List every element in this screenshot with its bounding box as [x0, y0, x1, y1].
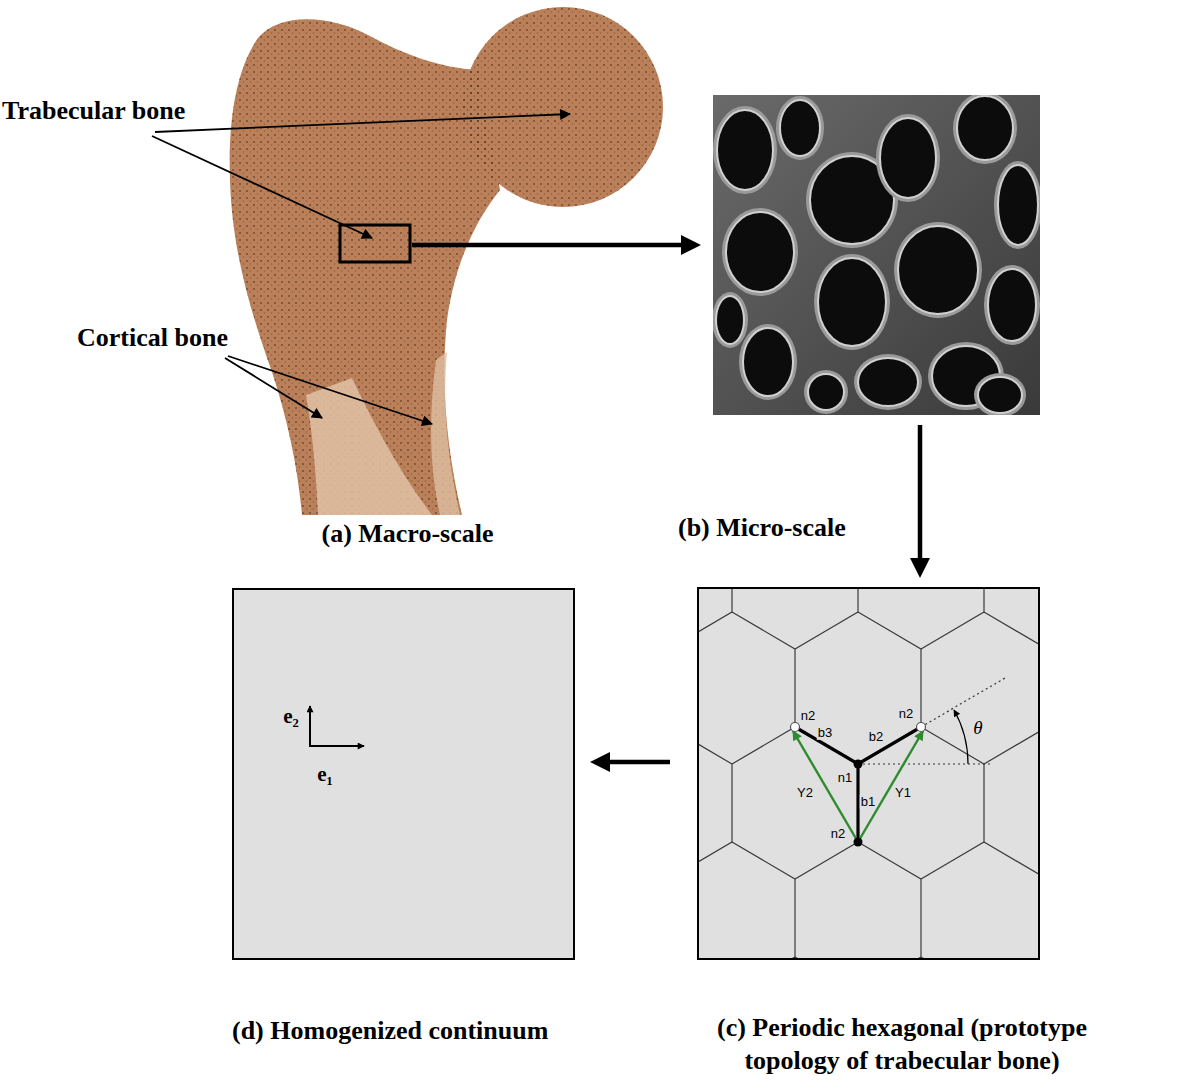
panel-caption: (b) Micro-scale [678, 512, 846, 545]
vector-label: Y1 [894, 786, 912, 800]
hexagonal-panel: (c) Periodic hexagonal (prototype topolo… [697, 587, 1040, 960]
node-circle [917, 723, 926, 732]
panel-caption: (a) Macro-scale [150, 518, 665, 551]
hex-lattice [698, 588, 1039, 959]
pore [716, 296, 744, 344]
femur-illustration [230, 7, 663, 515]
lattice-lines [698, 588, 1039, 959]
node-label: n2 [898, 707, 914, 721]
femur-head [463, 7, 663, 207]
flow-arrow [590, 752, 670, 772]
vector-label: Y2 [796, 786, 814, 800]
lattice-vector [858, 731, 923, 842]
sem-background [713, 95, 1040, 415]
node-label: n2 [830, 827, 846, 841]
part-label: Cortical bone [77, 322, 228, 353]
node-label: n2 [800, 709, 816, 723]
pore-rim [739, 324, 797, 400]
strut-label: b3 [817, 726, 833, 740]
node-dot [854, 760, 863, 769]
pore-rim [804, 370, 848, 414]
micro-panel: (b) Micro-scale [713, 95, 1040, 415]
strut-label: b2 [868, 730, 884, 744]
unit-cell [791, 678, 1006, 847]
pore-rim [984, 265, 1040, 345]
angle-label: θ [972, 718, 983, 739]
pore-rim [854, 354, 922, 410]
arrow-head [681, 235, 701, 255]
axis-arrow [309, 745, 364, 747]
pore-rim [713, 292, 748, 348]
pore [780, 100, 820, 156]
pore-rim [974, 373, 1026, 415]
reference-line [921, 678, 1005, 727]
reference-line [858, 763, 990, 764]
panel-caption: (d) Homogenized continuum [232, 1015, 548, 1048]
panel-ground [232, 588, 575, 960]
pore-rim [722, 208, 798, 296]
continuum-panel: (d) Homogenized continuum [232, 588, 575, 960]
pore [818, 258, 886, 346]
pore-rim [713, 106, 777, 194]
pore [998, 165, 1038, 245]
macro-panel: (a) Macro-scale [150, 0, 665, 515]
pore-rim [953, 95, 1017, 164]
arrow-head [910, 558, 930, 578]
flow-arrow [910, 425, 930, 578]
leader-line [155, 114, 570, 132]
trabecular-texture [230, 19, 500, 515]
pore [880, 118, 936, 198]
panel-ground [697, 587, 1040, 960]
pore [898, 226, 978, 314]
axis-arrow [309, 706, 311, 747]
femur-shaft [230, 19, 500, 515]
node-circle [791, 723, 800, 732]
zoom-box [340, 225, 410, 262]
lattice-vector [793, 731, 858, 842]
arrow-shaft [606, 760, 670, 765]
node-label: n1 [837, 771, 853, 785]
strut-b2 [858, 727, 921, 764]
pore [957, 96, 1013, 160]
axis-label: e₂ [282, 705, 300, 728]
arrow-shaft [918, 425, 923, 562]
cortical-region [306, 378, 432, 515]
sem-micrograph [713, 95, 1040, 415]
angle-arc [954, 710, 968, 764]
node-dot [854, 838, 863, 847]
panel-caption: (c) Periodic hexagonal (prototype topolo… [622, 1012, 1181, 1077]
pore-rim [994, 161, 1040, 249]
sem-pores [713, 95, 1040, 415]
flow-arrow [412, 235, 701, 255]
part-label: Trabecular bone [2, 95, 185, 126]
pore [743, 328, 793, 396]
trabecular-texture [463, 7, 663, 207]
strut-label: b1 [860, 795, 876, 809]
pore-rim [776, 96, 824, 160]
pore [808, 374, 844, 410]
pore-rim [814, 254, 890, 350]
axis-label: e₁ [316, 763, 334, 786]
arrow-shaft [412, 243, 685, 248]
pore-rim [894, 222, 982, 318]
arrow-head [590, 752, 610, 772]
leader-line [228, 356, 432, 424]
pore [988, 269, 1036, 341]
cortical-region [431, 352, 460, 515]
leader-line [152, 136, 372, 238]
pore [726, 212, 794, 292]
leader-line [225, 358, 322, 418]
pore [858, 358, 918, 406]
pore [978, 377, 1022, 413]
pore [717, 110, 773, 190]
leader-lines [152, 114, 570, 424]
pore-rim [876, 114, 940, 202]
